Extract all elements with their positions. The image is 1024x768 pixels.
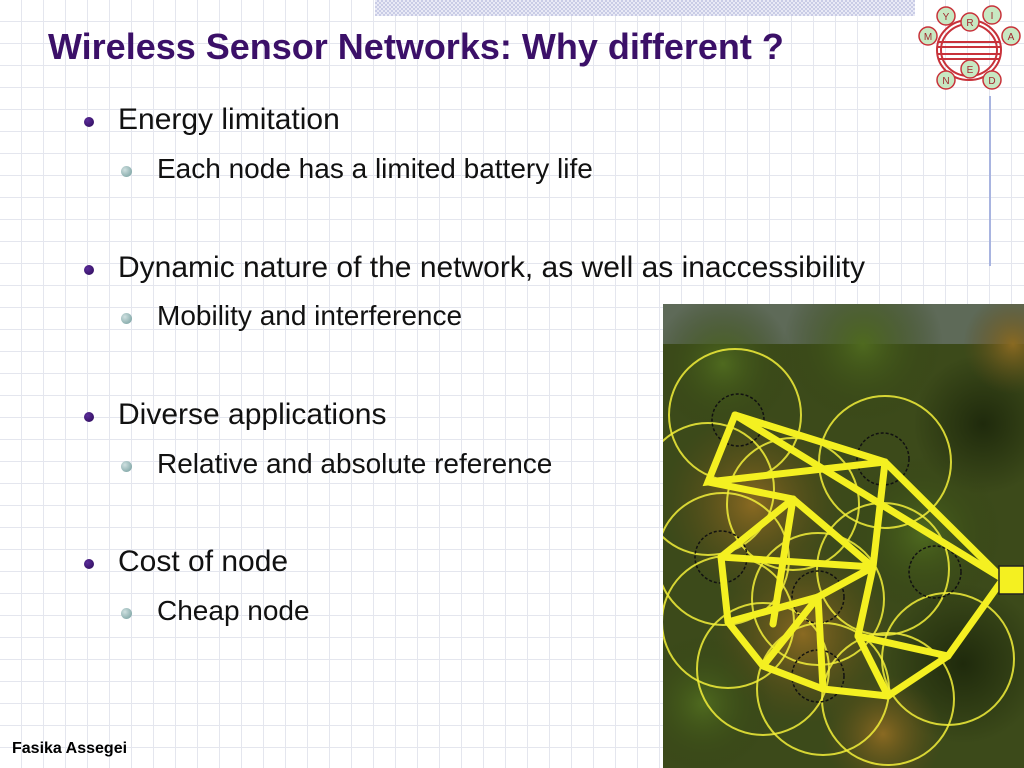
sub-bullet-icon [121,608,132,619]
sub-bullet-item: Relative and absolute reference [157,448,553,479]
logo-letter: Y [943,12,950,23]
bullet-icon [84,117,94,127]
header-band [375,0,915,16]
slide-title: Wireless Sensor Networks: Why different … [48,26,784,67]
logo-letter: E [967,65,974,76]
sub-bullet-icon [121,313,132,324]
logo-letter: N [942,76,949,87]
sub-bullet-icon [121,461,132,472]
sub-bullet-item: Each node has a limited battery life [157,153,593,184]
bullet-icon [84,412,94,422]
sub-bullet-item: Cheap node [157,595,310,626]
bullet-icon [84,265,94,275]
bullet-item: Diverse applications [118,398,387,431]
bullet-icon [84,559,94,569]
logo-letter: R [966,18,973,29]
logo-icon: Y R I M A E N D [918,5,1021,90]
logo-letter: M [924,32,932,43]
logo-letter: I [991,11,994,22]
bullet-item: Energy limitation [118,103,340,136]
logo-letter: A [1008,32,1015,43]
bullet-item: Dynamic nature of the network, as well a… [118,251,865,284]
footer-author: Fasika Assegei [12,740,128,757]
bullet-item: Cost of node [118,545,289,578]
sensor-network-photo [663,304,1024,768]
decorative-divider [989,96,991,266]
sub-bullet-icon [121,166,132,177]
logo-letter: D [988,76,995,87]
sub-bullet-item: Mobility and interference [157,300,463,331]
